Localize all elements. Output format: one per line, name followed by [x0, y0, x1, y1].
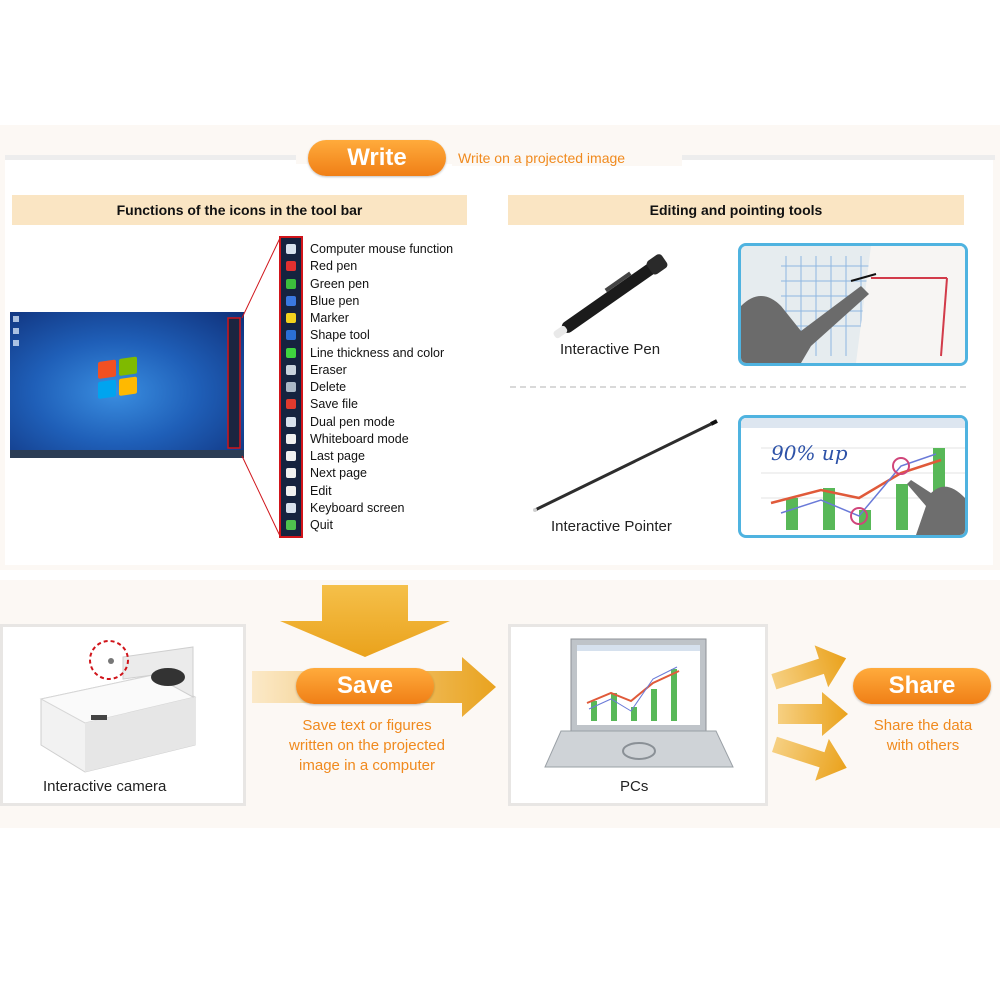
interactive-pen-image [553, 254, 668, 339]
share-pill: Share [853, 668, 991, 704]
toolbar-item-label: Edit [310, 483, 332, 498]
toolbar-item-label: Shape tool [310, 328, 370, 343]
windows-logo-icon [13, 316, 241, 449]
toolbar-item-label: Quit [310, 518, 333, 532]
interactive-pointer-image [533, 419, 718, 512]
pen-usage-photo [738, 243, 968, 366]
share-description-line: with others [886, 737, 960, 754]
editing-tools-heading: Editing and pointing tools [508, 195, 964, 225]
laptop-image [544, 638, 734, 768]
zoom-connector-lines [241, 237, 281, 537]
save-description-line: image in a computer [299, 757, 435, 774]
toolbar-item-label: Delete [310, 380, 347, 394]
projector-image [39, 640, 197, 773]
toolbar-item-label: Blue pen [310, 293, 360, 308]
save-description-line: written on the projected [289, 737, 445, 754]
down-arrow-icon [280, 585, 450, 657]
toolbar-item-label: Whiteboard mode [310, 431, 409, 446]
edit-icon [286, 485, 296, 496]
toolbar-item-label: Save file [310, 397, 358, 412]
whiteboard-icon [286, 433, 296, 444]
save-description-line: Save text or figures [302, 717, 432, 734]
photo-annotation-text: 90% up [771, 441, 848, 465]
share-description-line: Share the data [873, 717, 973, 734]
toolbar-item-label: Red pen [310, 259, 358, 274]
write-pill: Write [308, 140, 446, 176]
next-page-icon [286, 468, 296, 479]
toolbar-item-label: Last page [310, 449, 365, 463]
interactive-pointer-label: Interactive Pointer [551, 518, 672, 535]
write-subtitle: Write on a projected image [458, 150, 626, 166]
taskbar [10, 450, 244, 458]
toolbar-functions-heading: Functions of the icons in the tool bar [12, 195, 467, 225]
keyboard-icon [286, 502, 296, 513]
save-description: Save text or figures written on the proj… [262, 716, 472, 776]
last-page-icon [286, 451, 296, 461]
eraser-icon [286, 364, 296, 375]
toolbar-item-label: Next page [310, 466, 367, 481]
interactive-camera-label: Interactive camera [43, 778, 167, 795]
toolbar-item-label: Green pen [310, 276, 370, 291]
toolbar-strip [279, 236, 303, 538]
toolbar-item-label: Keyboard screen [310, 500, 405, 515]
share-description: Share the data with others [850, 716, 996, 756]
rule-gap [452, 148, 682, 166]
delete-icon [286, 382, 296, 392]
red-pen-icon [286, 261, 296, 272]
cursor-icon [286, 244, 296, 254]
toolbar-item-label: Computer mouse function [310, 242, 454, 256]
share-arrows-icon [771, 645, 848, 781]
green-pen-icon [286, 278, 296, 289]
shape-icon [286, 330, 296, 341]
interactive-pen-label: Interactive Pen [560, 341, 661, 358]
interactive-camera-card [0, 624, 246, 806]
pcs-label: PCs [620, 778, 649, 795]
pcs-card [508, 624, 768, 806]
dual-pen-icon [286, 416, 296, 427]
marker-icon [286, 313, 296, 323]
line-thickness-icon [286, 347, 296, 358]
save-pill: Save [296, 668, 434, 704]
blue-pen-icon [286, 295, 296, 306]
toolbar-item-label: Dual pen mode [310, 414, 395, 429]
toolbar-item-label: Eraser [310, 362, 347, 377]
toolbar-item-label: Line thickness and color [310, 345, 445, 360]
toolbar-item-label: Marker [310, 311, 349, 325]
desktop-screenshot [10, 312, 244, 458]
quit-icon [286, 520, 296, 530]
save-file-icon [286, 399, 296, 410]
dashed-divider [510, 386, 966, 388]
pointer-usage-photo: 90% up [738, 415, 968, 538]
